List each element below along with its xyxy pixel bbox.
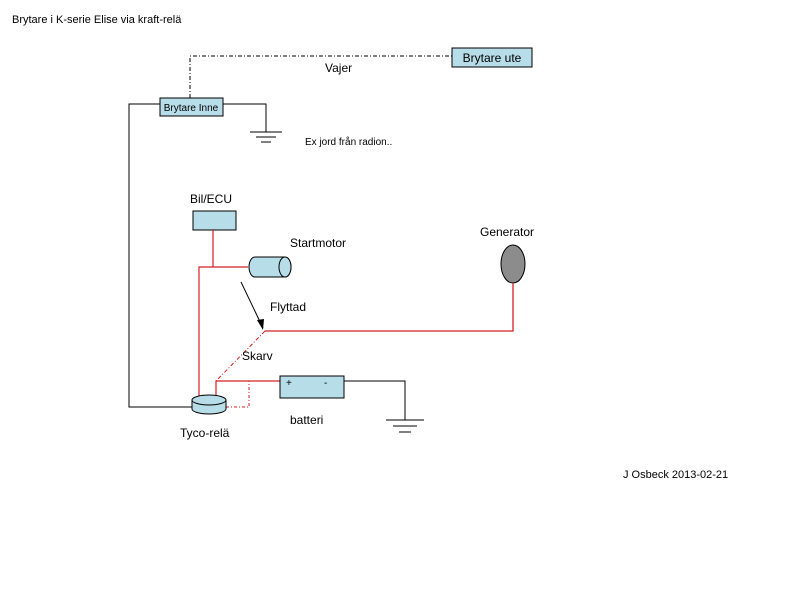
cable-line	[189, 55, 452, 98]
battery-box	[279, 375, 345, 399]
switch-relay-wire	[128, 103, 192, 408]
tyco-relay	[191, 394, 227, 415]
battery-minus: -	[324, 378, 327, 389]
diagram-title: Brytare i K-serie Elise via kraft-relä	[12, 14, 182, 26]
inner-switch-label: Brytare Inne	[164, 103, 219, 114]
cable-label: Vajer	[325, 61, 352, 75]
moved-arrow-head	[257, 319, 264, 330]
splice-label: Skarv	[242, 349, 273, 363]
ground-symbol-top	[250, 131, 282, 143]
moved-label: Flyttad	[270, 300, 306, 314]
ground-note: Ex jord från radion..	[305, 136, 392, 148]
generator-shape	[500, 244, 526, 284]
outer-switch-box	[451, 47, 533, 68]
relay-dashed-wire	[226, 381, 250, 408]
relay-label: Tyco-relä	[180, 426, 230, 440]
outer-switch-label: Brytare ute	[463, 51, 522, 65]
battery-ground-wire	[344, 380, 406, 420]
generator-label: Generator	[480, 225, 534, 239]
ecu-startmotor-wire	[212, 230, 248, 268]
relay-battery-wire	[215, 380, 280, 397]
generator-wire	[265, 283, 514, 332]
startmotor-label: Startmotor	[290, 236, 346, 250]
inner-switch-box	[159, 97, 224, 117]
battery-plus: +	[286, 378, 292, 389]
author-date: J Osbeck 2013-02-21	[623, 469, 728, 481]
ground-symbol-battery	[386, 419, 424, 433]
ecu-box	[192, 210, 237, 231]
switch-ground-wire	[223, 103, 267, 132]
splice-line	[215, 330, 266, 382]
ecu-relay-wire	[198, 266, 213, 398]
ecu-label: Bil/ECU	[190, 192, 232, 206]
battery-label: batteri	[290, 413, 323, 427]
startmotor-cylinder	[248, 256, 292, 278]
